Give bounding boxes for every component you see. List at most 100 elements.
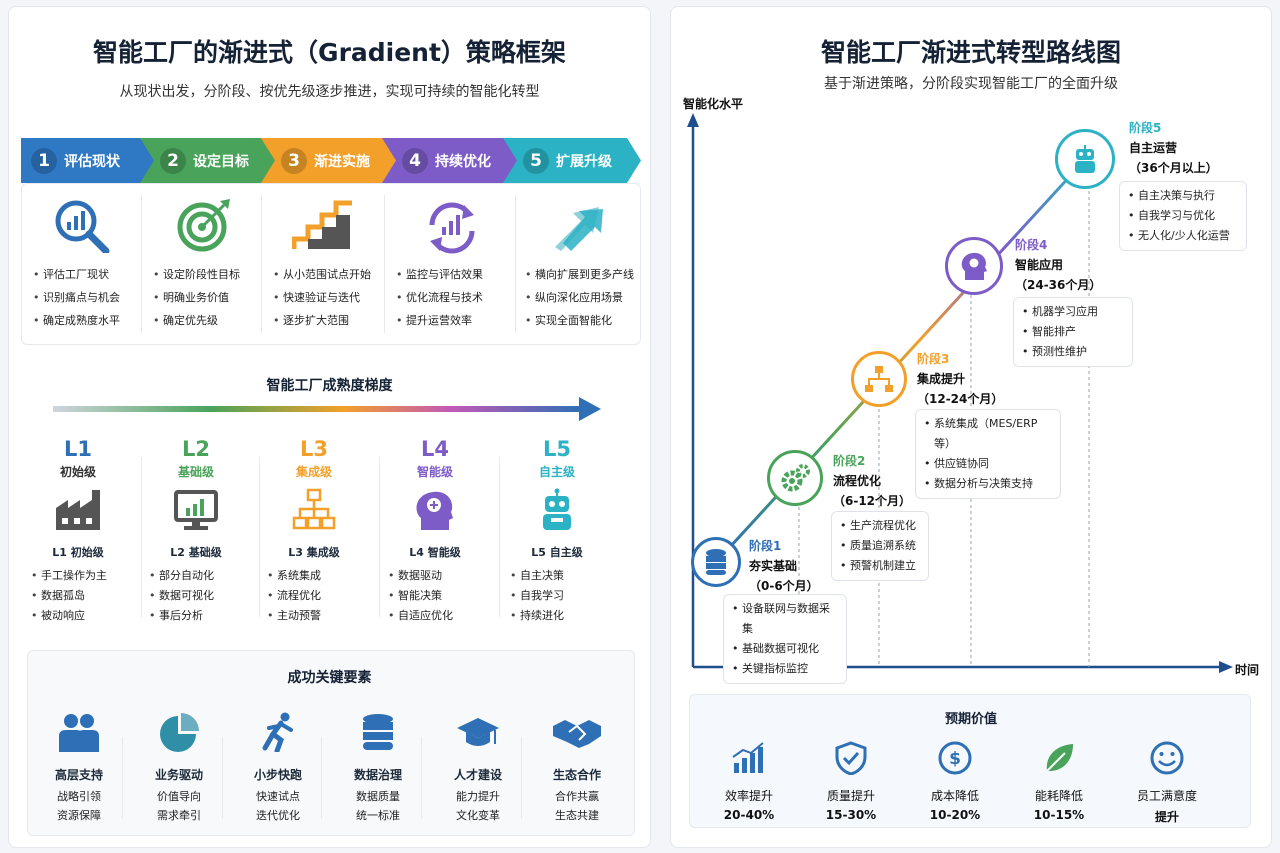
phase-period: （24-36个月）	[1015, 278, 1102, 292]
phase-3-node	[851, 351, 907, 407]
people-icon	[59, 714, 99, 752]
phase-item: 预测性维护	[1022, 342, 1124, 362]
phase-name: 集成提升	[917, 372, 966, 386]
level-code: L5	[543, 437, 571, 461]
framework-panel: 智能工厂的渐进式（Gradient）策略框架 从现状出发，分阶段、按优先级逐步推…	[8, 6, 651, 848]
target-icon	[177, 199, 230, 252]
phase-item: 供应链协同	[924, 454, 1052, 474]
stage-2-item: 确定优先级	[151, 309, 240, 332]
phase-stage: 阶段1	[749, 539, 782, 553]
phase-stage: 阶段4	[1015, 238, 1048, 252]
stage-4-items: 监控与评估效果 优化流程与技术 提升运营效率	[394, 263, 483, 413]
level-item: 自适应优化	[386, 606, 494, 626]
level-l1: L1 初始级 L1 初始级 手工操作为主数据孤岛被动响应	[19, 437, 137, 626]
phase-5-details: 自主决策与执行 自我学习与优化 无人化/少人化运营	[1119, 181, 1247, 251]
stage-5-item: 横向扩展到更多产线	[523, 263, 634, 286]
factor-talent: 人才建设 能力提升文化变革	[430, 712, 526, 825]
dollar-icon: $	[938, 741, 972, 775]
phase-item: 自我学习与优化	[1128, 206, 1238, 226]
value-satisfaction: 员工满意度 提升	[1117, 741, 1217, 825]
database-icon	[706, 549, 726, 575]
gradient-arrow	[53, 397, 601, 421]
factor-head: 人才建设	[453, 768, 502, 782]
level-item: 被动响应	[29, 606, 137, 626]
brain-head-icon	[961, 252, 987, 280]
stage-3-item: 从小范围试点开始	[271, 263, 371, 286]
stage-5-item: 实现全面智能化	[523, 309, 634, 332]
roadmap-subtitle: 基于渐进策略，分阶段实现智能工厂的全面升级	[824, 76, 1118, 92]
level-name: L5 自主级	[531, 546, 583, 559]
phase-period: （0-6个月）	[749, 579, 819, 593]
level-cn: 集成级	[295, 465, 332, 479]
value-quality: 质量提升 15-30%	[801, 741, 901, 822]
factor-head: 生态合作	[552, 768, 601, 782]
stage-2-items: 设定阶段性目标 明确业务价值 确定优先级	[151, 263, 240, 413]
phase-name: 流程优化	[833, 474, 882, 488]
stage-4-item: 提升运营效率	[394, 309, 483, 332]
level-l2: L2 基础级 L2 基础级 部分自动化数据可视化事后分析	[137, 437, 255, 626]
gears-icon	[781, 464, 810, 492]
factor-line: 统一标准	[356, 809, 400, 822]
level-name: L2 基础级	[170, 546, 222, 559]
leaf-icon	[1046, 744, 1073, 772]
framework-subtitle: 从现状出发，分阶段、按优先级逐步推进，实现可持续的智能化转型	[119, 84, 540, 100]
value-title: 预期价值	[944, 712, 997, 727]
stage-1-items: 评估工厂现状 识别痛点与机会 确定成熟度水平	[31, 263, 120, 413]
expand-arrows-icon	[555, 207, 603, 251]
level-item: 流程优化	[265, 586, 373, 606]
phase-1-label: 阶段1 夯实基础 （0-6个月）	[749, 537, 819, 594]
stage-1-number: 1	[31, 148, 57, 174]
robot-icon	[1075, 145, 1095, 173]
value-energy: 能耗降低 10-15%	[1009, 741, 1109, 822]
phase-name: 夯实基础	[749, 559, 798, 573]
value-number: 提升	[1154, 810, 1179, 824]
level-item: 数据可视化	[147, 586, 255, 606]
level-name: L3 集成级	[288, 546, 340, 559]
factor-head: 业务驱动	[154, 768, 203, 782]
phase-stage: 阶段2	[833, 454, 866, 468]
phase-item: 质量追溯系统	[840, 536, 920, 556]
phase-item: 系统集成（MES/ERP等）	[924, 414, 1052, 454]
phase-3-label: 阶段3 集成提升 （12-24个月）	[917, 350, 1003, 407]
factor-head: 数据治理	[353, 768, 402, 782]
stage-3-item: 逐步扩大范围	[271, 309, 371, 332]
value-efficiency: 效率提升 20-40%	[699, 741, 799, 822]
stage-5-label: 扩展升级	[556, 153, 612, 170]
factor-line: 合作共赢	[555, 790, 599, 803]
value-head: 效率提升	[724, 789, 773, 803]
factor-business: 业务驱动 价值导向需求牵引	[131, 712, 227, 825]
hierarchy-icon	[292, 488, 336, 530]
growth-chart-icon	[732, 742, 764, 773]
y-axis-label: 智能化水平	[683, 97, 744, 111]
level-cn: 基础级	[177, 465, 214, 479]
level-code: L4	[421, 437, 449, 461]
factory-icon	[56, 490, 100, 530]
stage-3-arrow: 3 渐进实施	[261, 138, 398, 183]
phase-item: 机器学习应用	[1022, 302, 1124, 322]
value-number: 15-30%	[825, 808, 877, 822]
factor-line: 价值导向	[157, 790, 201, 803]
phase-1-node	[691, 537, 741, 587]
level-item: 手工操作为主	[29, 566, 137, 586]
level-name: L4 智能级	[409, 546, 461, 559]
level-cn: 初始级	[59, 465, 96, 479]
phase-period: （36个月以上）	[1129, 161, 1218, 175]
graduation-cap-icon	[457, 718, 499, 746]
robot-icon	[543, 488, 571, 530]
phase-2-details: 生产流程优化 质量追溯系统 预警机制建立	[831, 511, 929, 581]
stage-3-label: 渐进实施	[314, 153, 370, 170]
phase-item: 无人化/少人化运营	[1128, 226, 1238, 246]
shield-check-icon	[835, 741, 867, 776]
stage-3-number: 3	[281, 148, 307, 174]
phase-4-label: 阶段4 智能应用 （24-36个月）	[1015, 236, 1101, 293]
handshake-icon	[553, 720, 601, 748]
factor-line: 战略引领	[57, 790, 101, 803]
phase-item: 数据分析与决策支持	[924, 474, 1052, 494]
value-cost: $ 成本降低 10-20%	[905, 741, 1005, 822]
value-number: 20-40%	[723, 808, 775, 822]
level-item: 主动预警	[265, 606, 373, 626]
stage-1-item: 确定成熟度水平	[31, 309, 120, 332]
